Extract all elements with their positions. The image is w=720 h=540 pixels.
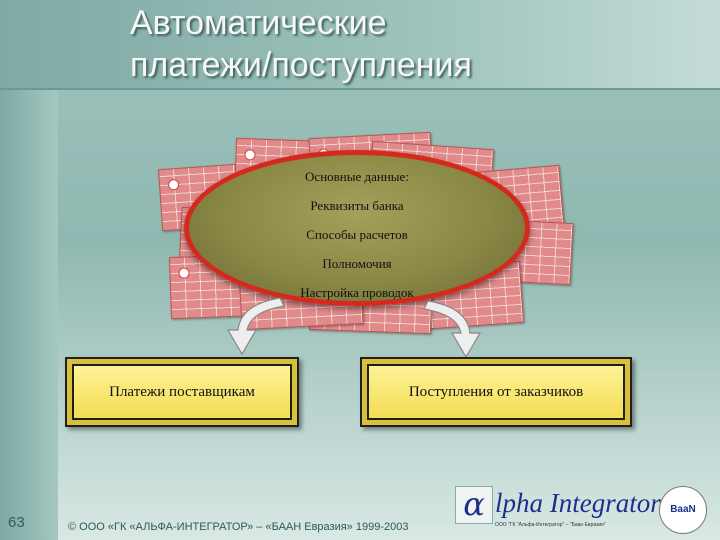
master-data-item: Реквизиты банка [310, 198, 404, 213]
slide-title: Автоматические платежи/поступления [130, 2, 690, 86]
arrow-left-icon [226, 297, 285, 356]
arrow-right-icon [423, 300, 482, 359]
title-rule [0, 88, 720, 90]
logo-subtitle: ООО "ГК "Альфа-Интегратор" – "Баан Евраз… [495, 522, 606, 528]
master-data-item: Полномочия [322, 256, 392, 271]
master-data-item: Настройка проводок [300, 285, 414, 300]
page-number: 63 [8, 514, 25, 531]
customer-receipts-box: Поступления от заказчиков [360, 357, 632, 427]
master-data-heading: Основные данные: [305, 169, 409, 184]
alpha-logo-icon: α [455, 486, 493, 524]
baan-seal-icon: BaaN [659, 486, 707, 534]
master-data-list: Основные данные: Реквизиты банка Способы… [189, 167, 525, 312]
customer-receipts-label: Поступления от заказчиков [408, 383, 584, 400]
slide-title-line2: платежи/поступления [130, 46, 472, 84]
logo-name: lpha Integrator [495, 488, 661, 518]
supplier-payments-label: Платежи поставщикам [109, 383, 255, 400]
slide-title-line1: Автоматические [130, 4, 387, 42]
left-decor-strip [0, 0, 58, 540]
alpha-integrator-logo: α lpha Integrator ООО "ГК "Альфа-Интегра… [455, 484, 717, 538]
master-data-oval: Основные данные: Реквизиты банка Способы… [184, 150, 530, 306]
title-band [0, 0, 720, 88]
master-data-item: Способы расчетов [306, 227, 408, 242]
supplier-payments-box: Платежи поставщикам [65, 357, 299, 427]
footer-copyright: © ООО «ГК «АЛЬФА-ИНТЕГРАТОР» – «БААН Евр… [68, 521, 409, 533]
